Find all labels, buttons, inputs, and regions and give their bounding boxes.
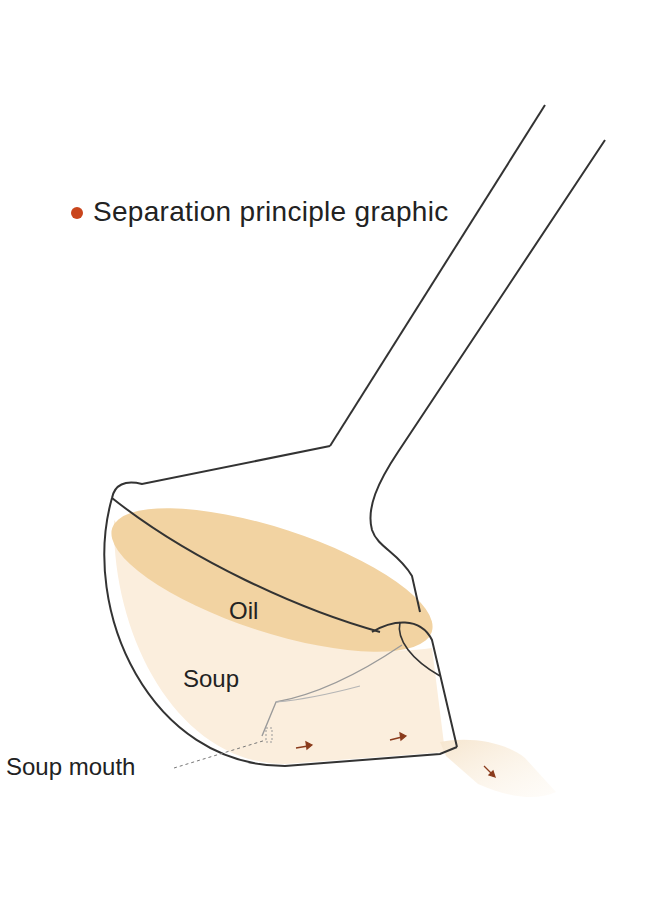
soup-stream — [440, 740, 556, 797]
soup-mouth-opening — [266, 728, 272, 742]
layer-label: Soup — [183, 665, 239, 693]
inner-channel — [262, 645, 402, 736]
inner-channel — [276, 686, 360, 702]
diagram-title: Separation principle graphic — [93, 196, 449, 228]
leader-line — [174, 740, 266, 768]
ladle-handle — [330, 105, 545, 446]
part-label: Soup mouth — [6, 753, 135, 781]
flow-arrows — [296, 733, 495, 777]
title-bullet — [71, 207, 83, 219]
bowl-outline — [104, 498, 457, 766]
layer-label: Oil — [229, 597, 258, 625]
oil-layer — [96, 479, 448, 682]
bowl-rim — [112, 446, 330, 498]
spout-outline — [372, 622, 457, 747]
spout-outline — [399, 622, 440, 676]
bowl-rim — [112, 498, 380, 632]
